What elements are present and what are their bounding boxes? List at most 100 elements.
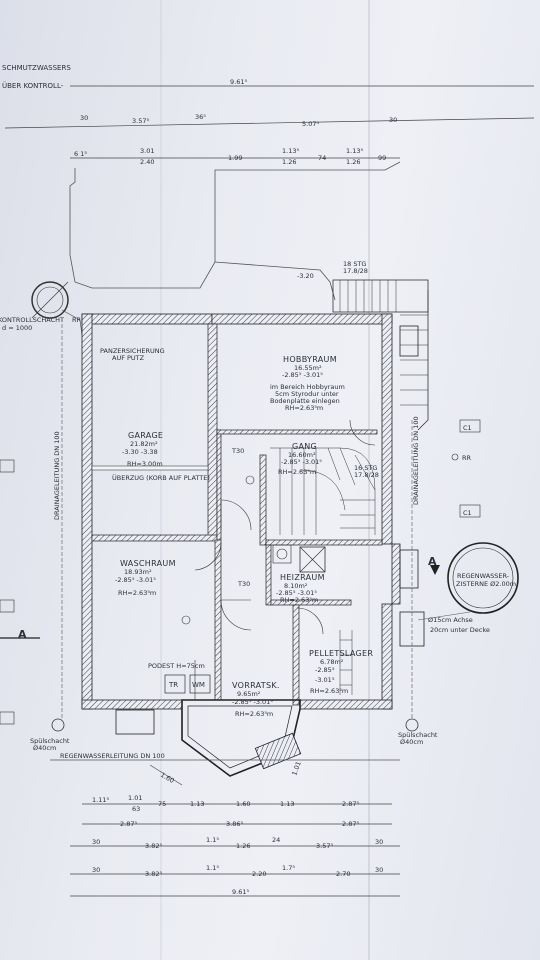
inner-stair-count: 16 STG	[354, 464, 377, 472]
rainwater-cistern	[447, 542, 519, 614]
hobby-note-2: 5cm Styrodur unter	[275, 390, 339, 398]
chimney	[272, 544, 292, 564]
bottom-dim: 63	[132, 805, 140, 813]
garage-name: GARAGE	[128, 431, 163, 440]
light-well-left	[115, 709, 155, 735]
flush-shaft-left-label: Spülschacht	[30, 737, 70, 745]
rainwater-cistern-inner	[452, 547, 514, 609]
landing-label: PODEST H=75cm	[148, 662, 205, 670]
bottom-dim: 1.1⁵	[206, 836, 219, 844]
bottom-dim: 1.26	[236, 842, 250, 850]
flush-shaft-right-label: Spülschacht	[398, 731, 438, 739]
washer-label: WM	[192, 681, 205, 689]
light-well-top	[399, 325, 419, 357]
top-dim: 5.07⁵	[302, 120, 319, 128]
bottom-dim: 1.11⁵	[92, 796, 109, 804]
light-fixture	[245, 475, 255, 485]
washer-symbol	[189, 674, 211, 694]
bottom-dim: 1.01	[128, 794, 142, 802]
wasch-area: 18.93m²	[124, 568, 152, 576]
dim-side: 1.01	[290, 760, 302, 776]
c1-label: C1	[463, 509, 472, 517]
terrain-outline	[214, 261, 336, 301]
hobby-levels: -2.85⁵ -3.01⁵	[282, 371, 323, 379]
light-well-right-2	[399, 611, 425, 647]
total-dim-top: 9.61⁵	[230, 78, 247, 86]
garage-note-bottom: ÜBERZUG (KORB AUF PLATTE)	[112, 473, 210, 482]
drain-left-label: DRAINAGELEITUNG DN 100	[53, 431, 61, 520]
dimension-line	[149, 764, 183, 786]
bottom-dim: 3.57⁵	[316, 842, 333, 850]
outer-walls	[81, 313, 401, 710]
bottom-dim: 1.13	[280, 800, 294, 808]
c1-box	[459, 504, 481, 518]
bottom-dim: 1.60	[236, 800, 250, 808]
c1-box-left	[0, 459, 15, 473]
garage-levels: -3.30 -3.38	[122, 448, 158, 456]
inner-stair-ratio: 17.8/28	[354, 471, 379, 479]
fire-door-label: T30	[231, 447, 244, 455]
hobby-note-1: im Bereich Hobbyraum	[270, 383, 345, 391]
paper-fold-line	[160, 0, 162, 960]
exterior-stair-treads	[339, 280, 428, 406]
flush-shaft-left-diameter: Ø40cm	[33, 744, 56, 752]
axis-note-1: Ø15cm Achse	[428, 616, 473, 624]
bottom-dim: 75	[158, 800, 166, 808]
garage-area: 21.82m²	[130, 440, 158, 448]
top-dim: 30	[389, 116, 397, 124]
rr-right-label: RR	[462, 454, 472, 462]
hobby-rh: RH=2.63⁵m	[285, 404, 323, 412]
wasch-name: WASCHRAUM	[120, 559, 176, 568]
garage-rh: RH=3.00m	[127, 460, 163, 468]
downpipe	[451, 453, 459, 461]
top-dim: 36⁵	[195, 113, 206, 121]
bottom-dim: 24	[272, 836, 280, 844]
garage-note-top-2: AUF PUTZ	[112, 354, 145, 362]
bottom-dim: 2.87⁵	[342, 820, 359, 828]
control-shaft-circle	[31, 281, 69, 319]
rainwater-line-label: REGENWASSERLEITUNG DN 100	[60, 752, 165, 760]
section-a-left: A	[18, 628, 27, 641]
c1-box-left	[0, 711, 15, 725]
vorrat-name: VORRATSK.	[232, 681, 280, 690]
bottom-total-dim: 9.61⁵	[232, 888, 249, 896]
top-dim: 3.57⁵	[132, 117, 149, 125]
vorrat-area: 9.65m²	[237, 690, 261, 698]
cistern-label-1: REGENWASSER-	[457, 572, 510, 580]
header-line-1: SCHMUTZWASSERS	[2, 64, 71, 72]
bottom-dim: 30	[92, 838, 100, 846]
wasch-levels: -2.85⁵ -3.01⁵	[115, 576, 156, 584]
c1-label: C1	[463, 424, 472, 432]
top-dim: 1.26	[282, 158, 296, 166]
cistern-label-2: ZISTERNE Ø2.00m	[456, 580, 516, 588]
stair-outline	[417, 290, 429, 431]
bottom-dim: 30	[92, 866, 100, 874]
flush-shaft-right	[405, 718, 419, 732]
dim-160: 1.60	[159, 771, 176, 785]
heiz-area: 8.10m²	[284, 582, 308, 590]
pellets-area: 6.78m²	[320, 658, 344, 666]
gang-levels: -2.85⁵ -3.01⁵	[281, 458, 322, 466]
wasch-rh: RH=2.63⁵m	[118, 589, 156, 597]
heiz-levels: -2.85⁵ -3.01⁵	[276, 589, 317, 597]
bottom-dim: 1.1⁵	[206, 864, 219, 872]
rr-label: RR	[72, 316, 82, 324]
bottom-dim: 2.87⁵	[120, 820, 137, 828]
light-fixture	[181, 615, 191, 625]
top-dim: 74	[318, 154, 326, 162]
chimney-flue	[276, 548, 288, 560]
section-arrow-right	[430, 565, 440, 575]
bottom-dim: 1.7⁵	[282, 864, 295, 872]
heiz-rh: RH=2.63⁵m	[280, 596, 318, 604]
bottom-dim: 30	[375, 866, 383, 874]
c1-box-left	[0, 599, 15, 613]
interior-stairs	[270, 447, 376, 535]
section-a-right: A	[428, 555, 437, 568]
boiler-cross	[299, 546, 326, 573]
axis-note-2: 20cm unter Decke	[430, 626, 490, 634]
header-line-2: ÜBER KONTROLL-	[2, 81, 64, 90]
gang-rh: RH=2.63⁵m	[278, 468, 316, 476]
control-shaft-inner	[36, 286, 64, 314]
